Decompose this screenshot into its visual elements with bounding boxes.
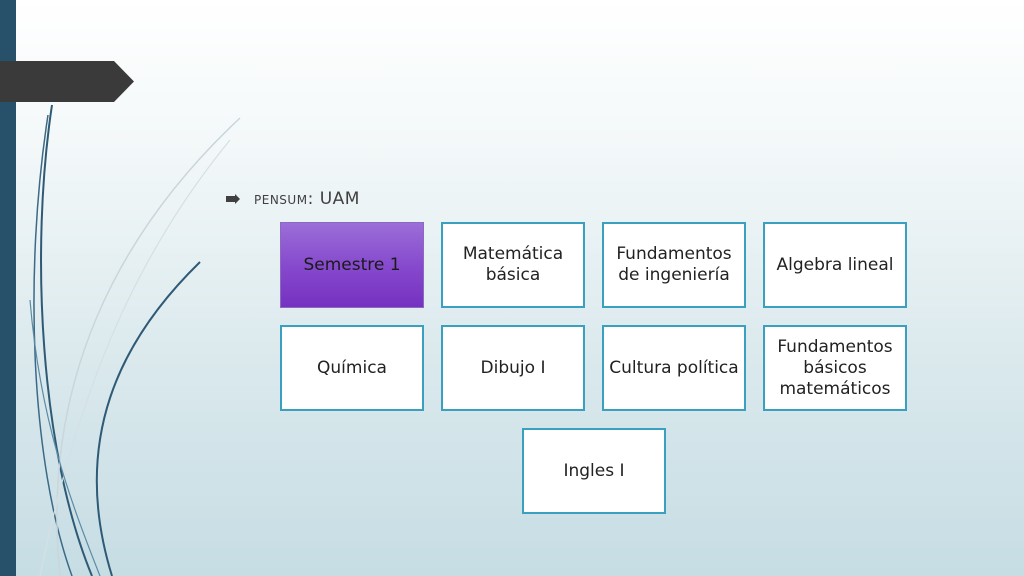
bullet-text: pensum: UAM (254, 189, 360, 209)
bullet-item: pensum: UAM (226, 189, 360, 209)
title-tab (0, 61, 134, 102)
box-matematica-basica: Matemática básica (441, 222, 585, 308)
box-semestre-1: Semestre 1 (280, 222, 424, 308)
box-ingles-1: Ingles I (522, 428, 666, 514)
box-quimica: Química (280, 325, 424, 411)
decorative-curves (29, 104, 241, 576)
bullet-label: pensum (254, 189, 308, 209)
box-fundamentos-basicos-matematicos: Fundamentos básicos matemáticos (763, 325, 907, 411)
left-accent-bar (0, 0, 16, 576)
arrow-bullet-icon (226, 194, 240, 204)
box-cultura-politica: Cultura política (602, 325, 746, 411)
box-fundamentos-ingenieria: Fundamentos de ingeniería (602, 222, 746, 308)
box-dibujo-1: Dibujo I (441, 325, 585, 411)
bullet-separator: : (307, 189, 314, 209)
bullet-value: UAM (319, 189, 360, 209)
box-algebra-lineal: Algebra lineal (763, 222, 907, 308)
